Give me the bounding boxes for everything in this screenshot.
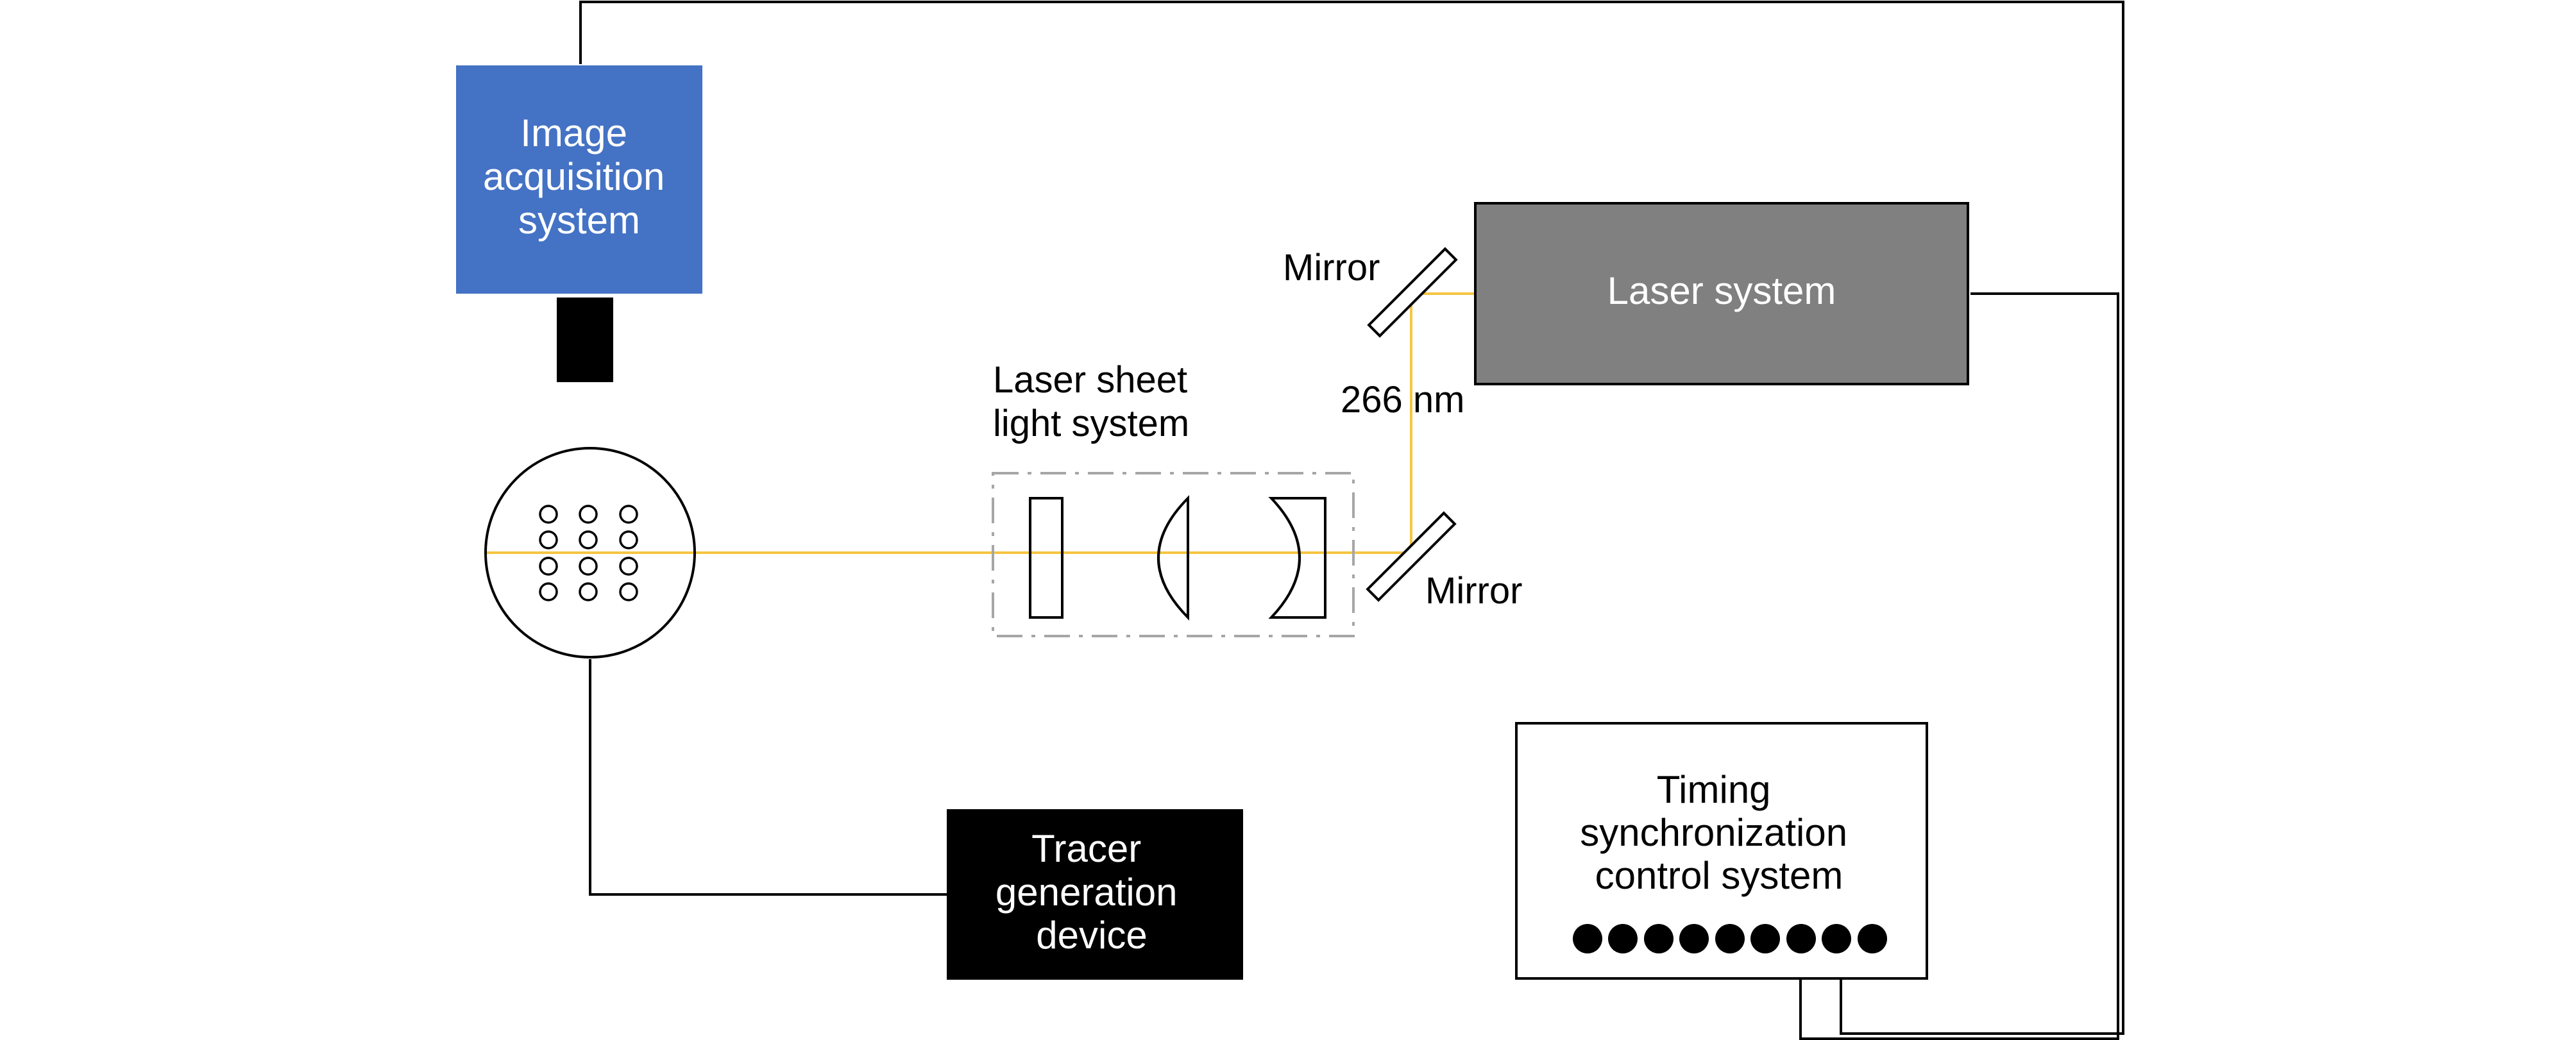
particle — [539, 530, 558, 549]
test-chamber — [484, 447, 696, 658]
output-port — [1750, 924, 1780, 953]
chamber-circle — [484, 447, 696, 658]
output-port — [1608, 924, 1638, 953]
tracer-label-line-2: generation — [996, 871, 1178, 914]
image-acquisition-label-line-3: system — [518, 199, 640, 242]
particle — [539, 505, 558, 524]
mirror-top — [1367, 247, 1458, 338]
output-port — [1573, 924, 1602, 953]
cylindrical-lens-flat — [1029, 497, 1063, 619]
svg-text:Timing synchronization: Timing synchronization control system — [1580, 768, 1858, 897]
mirror-bottom — [1366, 511, 1457, 602]
plano-concave-lens — [1268, 497, 1326, 619]
timing-label-line-3: control system — [1595, 854, 1843, 897]
particle — [579, 530, 598, 549]
laser-sheet-dashed-enclosure — [992, 472, 1355, 637]
svg-text:Laser sheet light system: Laser sheet light system — [993, 359, 1198, 444]
svg-text:Image acquisition syst: Image acquisition system — [483, 112, 675, 242]
timing-output-ports — [1573, 924, 1887, 953]
image-acquisition-system-box — [456, 65, 702, 294]
wavelength-label: 266 nm — [1341, 379, 1464, 421]
image-acquisition-label-line-2: acquisition — [483, 155, 665, 198]
timing-label-line-2: synchronization — [1580, 811, 1847, 854]
output-port — [1644, 924, 1674, 953]
camera-lens — [557, 298, 613, 382]
particle — [619, 505, 638, 524]
image-acquisition-label-line-1: Image — [520, 112, 627, 155]
output-port — [1822, 924, 1851, 953]
laser-sheet-label-line-1: Laser sheet — [993, 359, 1187, 401]
output-port — [1786, 924, 1816, 953]
mirror-bottom-label: Mirror — [1425, 570, 1522, 612]
tracer-generation-device-box — [947, 809, 1243, 980]
svg-text:Tracer generation devi: Tracer generation device — [996, 827, 1188, 957]
tracer-label-line-3: device — [1036, 914, 1147, 957]
laser-beam-path — [486, 292, 1475, 554]
particle — [579, 557, 598, 576]
connection-lines — [579, 1, 2124, 1040]
wire-chamber-to-tracer — [589, 659, 947, 896]
particle — [619, 530, 638, 549]
wire-laser-to-timing — [1799, 292, 2119, 1040]
laser-system-label: Laser system — [1607, 269, 1836, 312]
particle — [579, 582, 598, 601]
particle — [619, 582, 638, 601]
timing-label-line-1: Timing — [1657, 768, 1771, 811]
laser-system-box — [1474, 202, 1969, 385]
particle — [539, 582, 558, 601]
particle — [539, 557, 558, 576]
laser-sheet-light-system — [992, 472, 1355, 637]
tracer-label-line-1: Tracer — [1031, 827, 1141, 870]
output-port — [1715, 924, 1745, 953]
output-port — [1679, 924, 1709, 953]
plano-convex-lens — [1157, 495, 1189, 621]
mirror-top-label: Mirror — [1283, 247, 1380, 289]
particle — [619, 557, 638, 576]
particle — [579, 505, 598, 524]
output-port — [1858, 924, 1887, 953]
tracer-particle-array — [539, 505, 638, 601]
laser-sheet-label-line-2: light system — [993, 403, 1189, 444]
wire-acquisition-to-timing — [579, 1, 2124, 1035]
